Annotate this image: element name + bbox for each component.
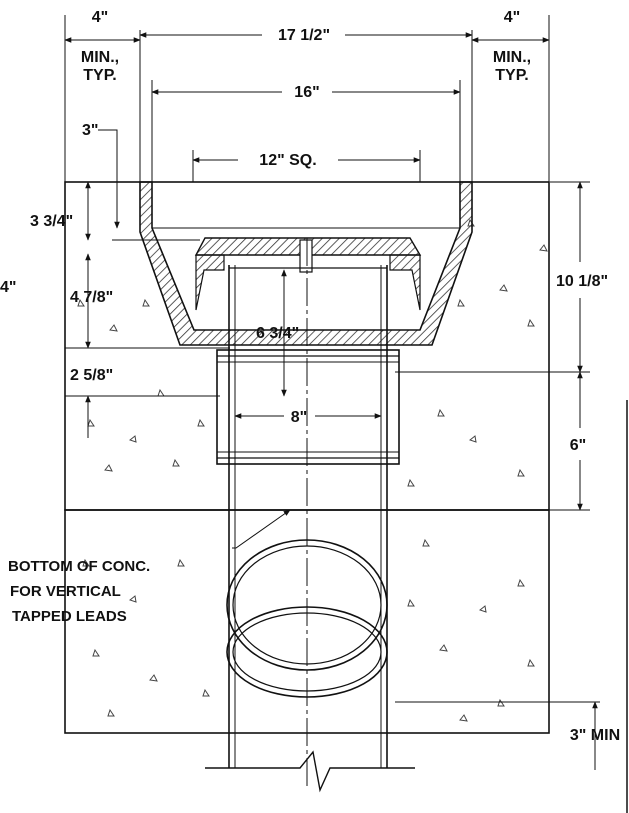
frame-lip-label: 3": [82, 122, 98, 139]
pipe-coupling: [216, 349, 400, 465]
concrete-aggregate: [77, 218, 548, 722]
bowl-depth-label: 4 7/8": [70, 289, 113, 306]
total-depth-label: 10 1/8": [556, 273, 608, 290]
left-clearance-label: 4": [92, 9, 108, 26]
bottom-note-line2: FOR VERTICAL: [10, 583, 121, 600]
tapped-lead-rings: [226, 539, 388, 698]
right-clearance-label: 4": [504, 9, 520, 26]
left-typ-label: TYP.: [83, 67, 117, 84]
pipe-insertion-label: 6 3/4": [256, 325, 299, 342]
inner-width-label: 16": [294, 84, 319, 101]
frame-depth-label: 3 3/4": [30, 213, 73, 230]
bottom-cover-label: 3" MIN: [570, 727, 620, 744]
left-edge-partial-label: 4": [0, 279, 16, 296]
overall-width-label: 17 1/2": [278, 27, 330, 44]
bottom-note-line3: TAPPED LEADS: [12, 608, 127, 625]
grate-square-label: 12" SQ.: [259, 152, 316, 169]
pipe-break-symbol: [205, 750, 415, 793]
drain-grate: [194, 237, 422, 311]
coupling-offset-label: 2 5/8": [70, 367, 113, 384]
bottom-note-line1: BOTTOM OF CONC.: [8, 558, 150, 575]
left-min-label: MIN.,: [81, 49, 119, 66]
right-typ-label: TYP.: [495, 67, 529, 84]
vertical-pipe: [228, 238, 388, 790]
right-min-label: MIN.,: [493, 49, 531, 66]
slab-depth-label: 6": [570, 437, 586, 454]
pipe-diameter-label: 8": [291, 409, 307, 426]
dimension-lines: [64, 15, 600, 770]
